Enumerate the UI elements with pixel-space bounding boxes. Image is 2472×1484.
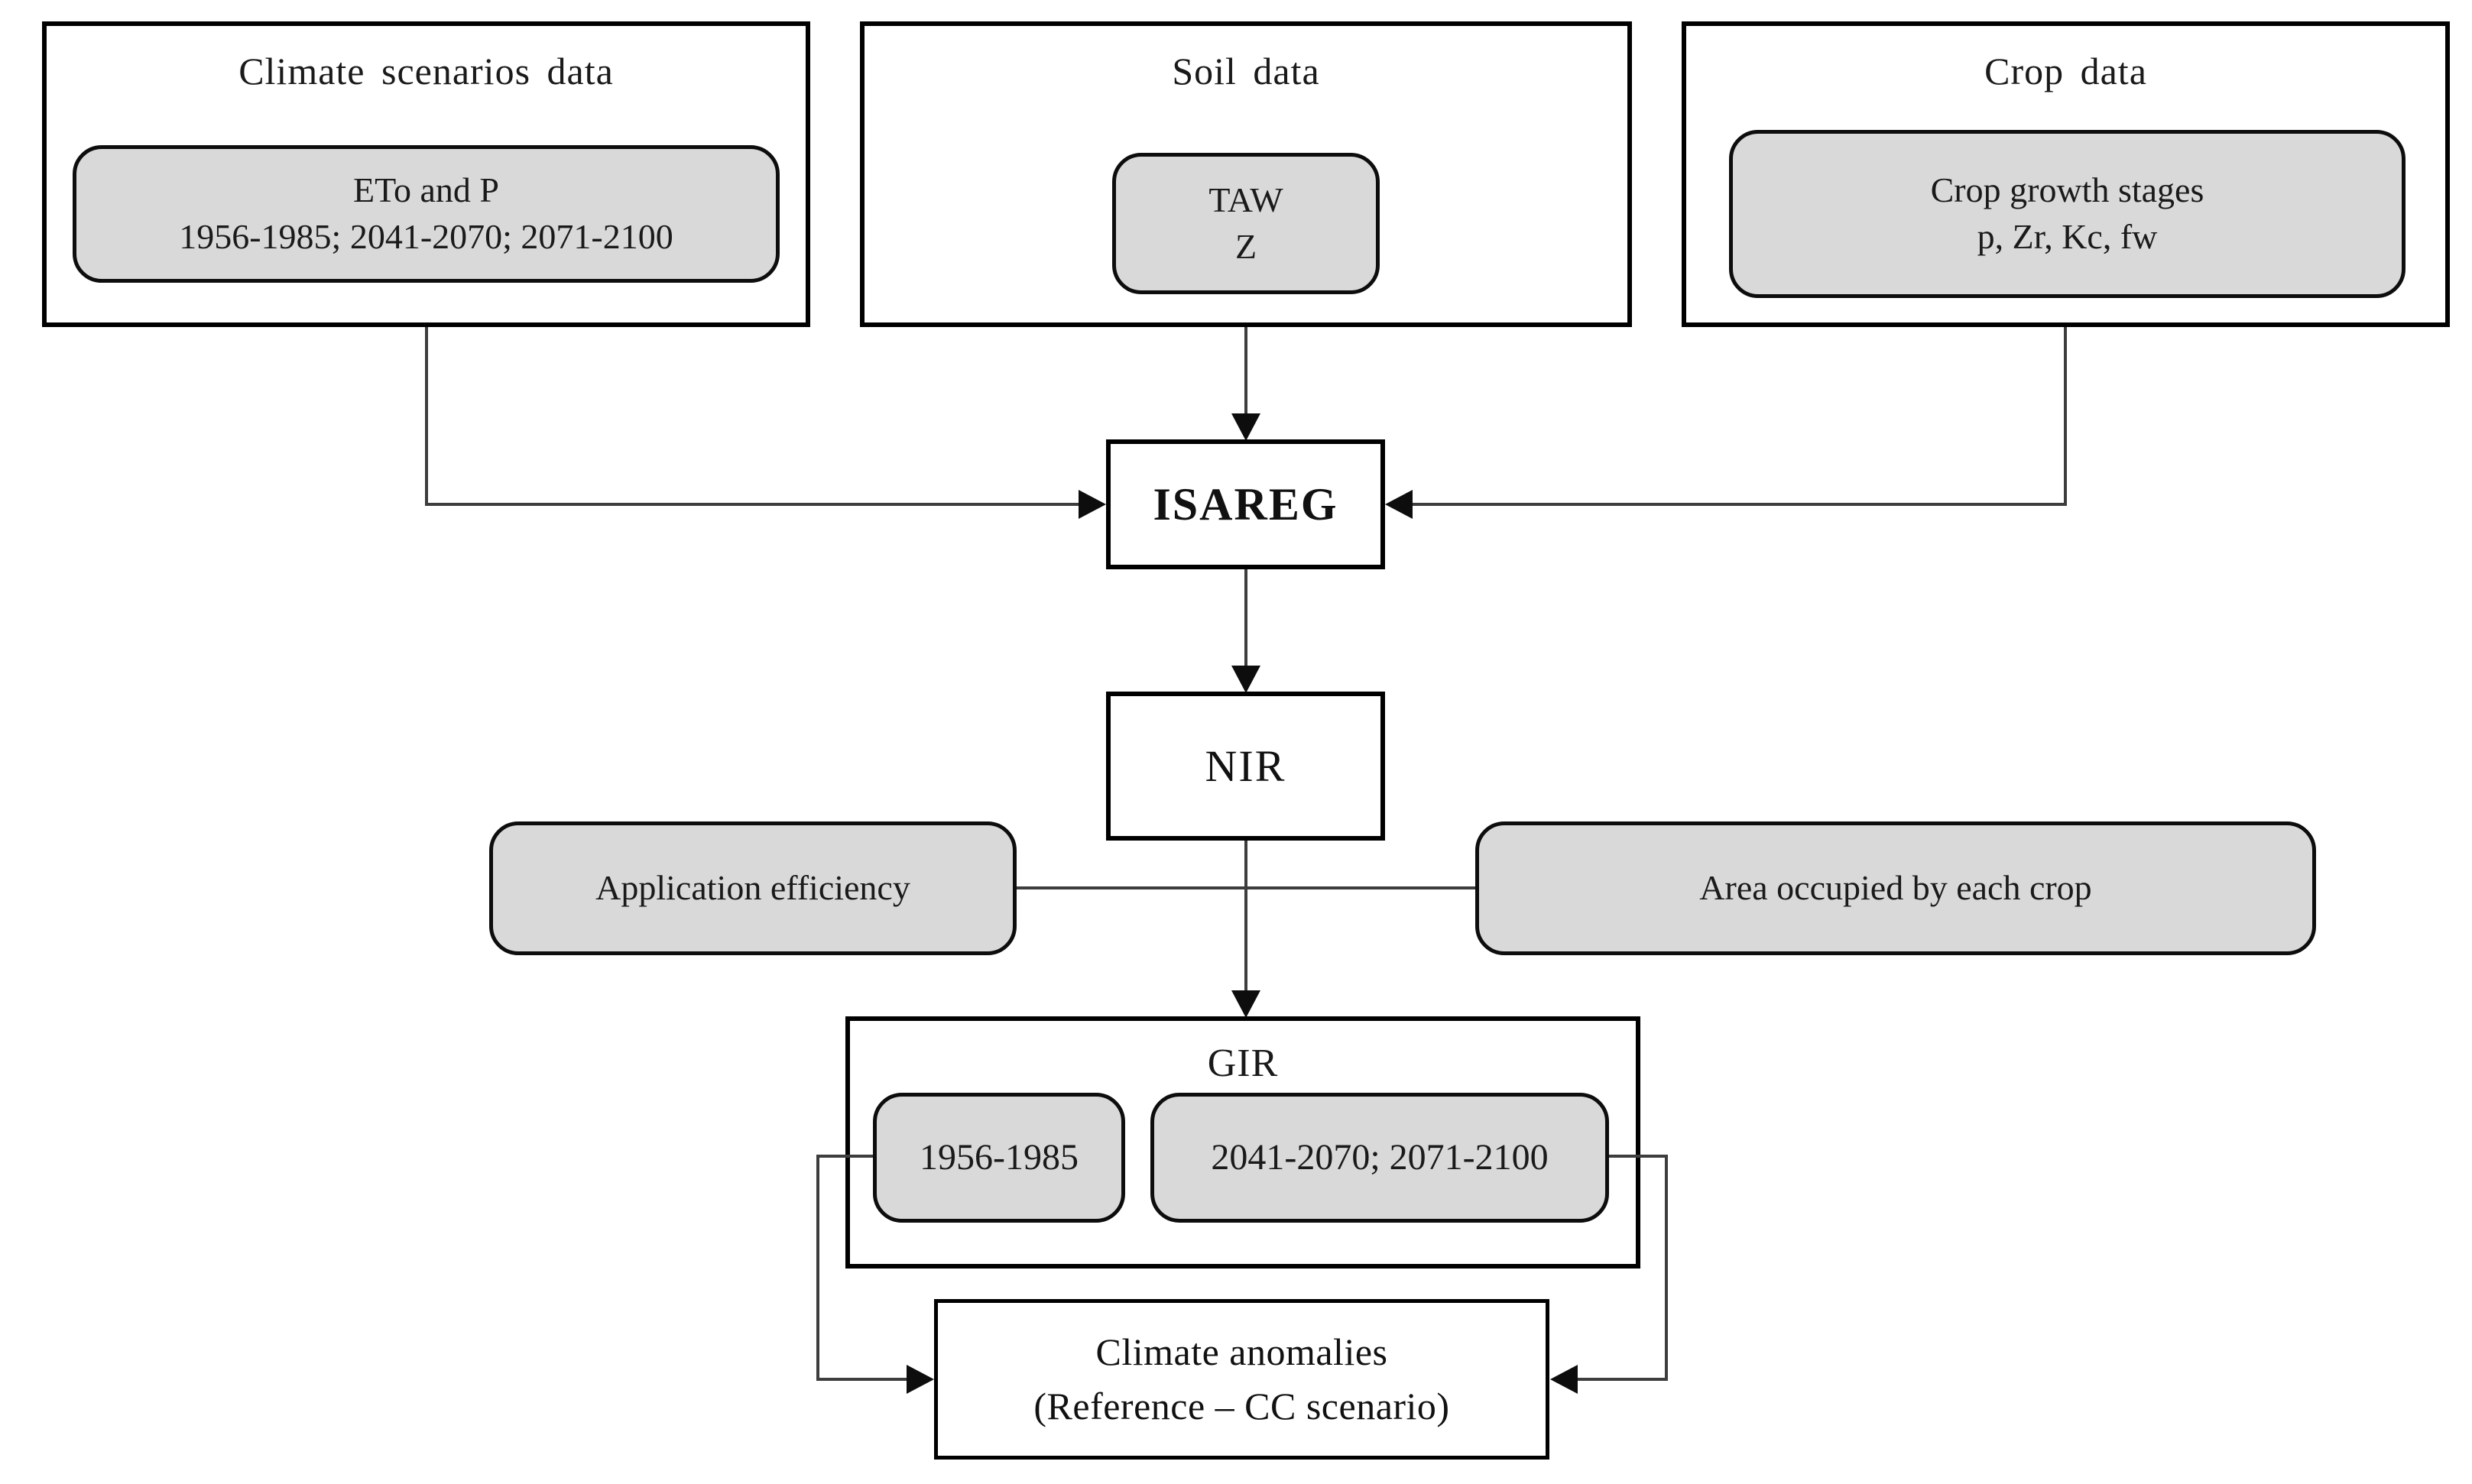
gir-reference-period-label: 1956-1985 bbox=[920, 1137, 1079, 1178]
area-occupied-label: Area occupied by each crop bbox=[1699, 868, 2092, 908]
crop-growth-stages-chip: Crop growth stages p, Zr, Kc, fw bbox=[1729, 130, 2405, 298]
connector-soil-down bbox=[1244, 327, 1247, 413]
connector-gir-left-stub bbox=[816, 1155, 873, 1158]
arrowhead-into-gir-top bbox=[1231, 990, 1260, 1018]
connector-climate-to-isareg bbox=[425, 503, 1079, 506]
connector-left-to-anomalies bbox=[816, 1378, 907, 1381]
nir-box: NIR bbox=[1106, 692, 1385, 841]
connector-gir-right-stub bbox=[1609, 1155, 1668, 1158]
connector-right-to-anomalies bbox=[1578, 1378, 1668, 1381]
isareg-box: ISAREG bbox=[1106, 439, 1385, 569]
soil-data-title: Soil data bbox=[1172, 50, 1320, 92]
gir-reference-period-chip: 1956-1985 bbox=[873, 1093, 1125, 1223]
gir-title: GIR bbox=[1207, 1042, 1279, 1085]
connector-climate-down bbox=[425, 327, 428, 506]
arrowhead-into-isareg-right bbox=[1385, 490, 1413, 519]
gir-scenario-periods-chip: 2041-2070; 2071-2100 bbox=[1150, 1093, 1609, 1223]
connector-isareg-to-nir bbox=[1244, 569, 1247, 666]
crop-growth-stages-line: Crop growth stages bbox=[1930, 170, 2204, 210]
taw-z-chip: TAW Z bbox=[1112, 153, 1380, 294]
taw-line: TAW bbox=[1208, 180, 1283, 219]
connector-crop-down bbox=[2064, 327, 2067, 506]
z-line: Z bbox=[1234, 226, 1257, 266]
connector-nir-to-gir bbox=[1244, 841, 1247, 990]
arrowhead-into-anomalies-left bbox=[907, 1365, 934, 1394]
climate-periods-line: 1956-1985; 2041-2070; 2071-2100 bbox=[179, 217, 673, 256]
climate-anomalies-box: Climate anomalies (Reference – CC scenar… bbox=[934, 1299, 1549, 1460]
arrowhead-into-nir-top bbox=[1231, 666, 1260, 693]
climate-anomalies-line2: (Reference – CC scenario) bbox=[1033, 1385, 1450, 1427]
nir-label: NIR bbox=[1205, 741, 1286, 791]
eto-p-line: ETo and P bbox=[353, 170, 499, 210]
crop-data-title: Crop data bbox=[1984, 50, 2147, 92]
arrowhead-into-isareg-left bbox=[1079, 490, 1106, 519]
connector-crop-to-isareg bbox=[1413, 503, 2067, 506]
climate-anomalies-line1: Climate anomalies bbox=[1095, 1330, 1388, 1373]
eto-p-periods-chip: ETo and P 1956-1985; 2041-2070; 2071-210… bbox=[73, 145, 780, 283]
connector-gir-right-down bbox=[1665, 1155, 1668, 1381]
application-efficiency-chip: Application efficiency bbox=[489, 821, 1017, 955]
isareg-label: ISAREG bbox=[1153, 478, 1338, 530]
application-efficiency-label: Application efficiency bbox=[595, 868, 910, 908]
area-occupied-chip: Area occupied by each crop bbox=[1475, 821, 2316, 955]
gir-scenario-periods-label: 2041-2070; 2071-2100 bbox=[1211, 1137, 1549, 1178]
arrowhead-into-isareg-top bbox=[1231, 413, 1260, 441]
arrowhead-into-anomalies-right bbox=[1550, 1365, 1578, 1394]
connector-side-inputs bbox=[1017, 886, 1475, 889]
crop-parameters-line: p, Zr, Kc, fw bbox=[1977, 217, 2158, 256]
connector-gir-left-down bbox=[816, 1155, 819, 1381]
climate-scenarios-data-title: Climate scenarios data bbox=[238, 50, 614, 92]
